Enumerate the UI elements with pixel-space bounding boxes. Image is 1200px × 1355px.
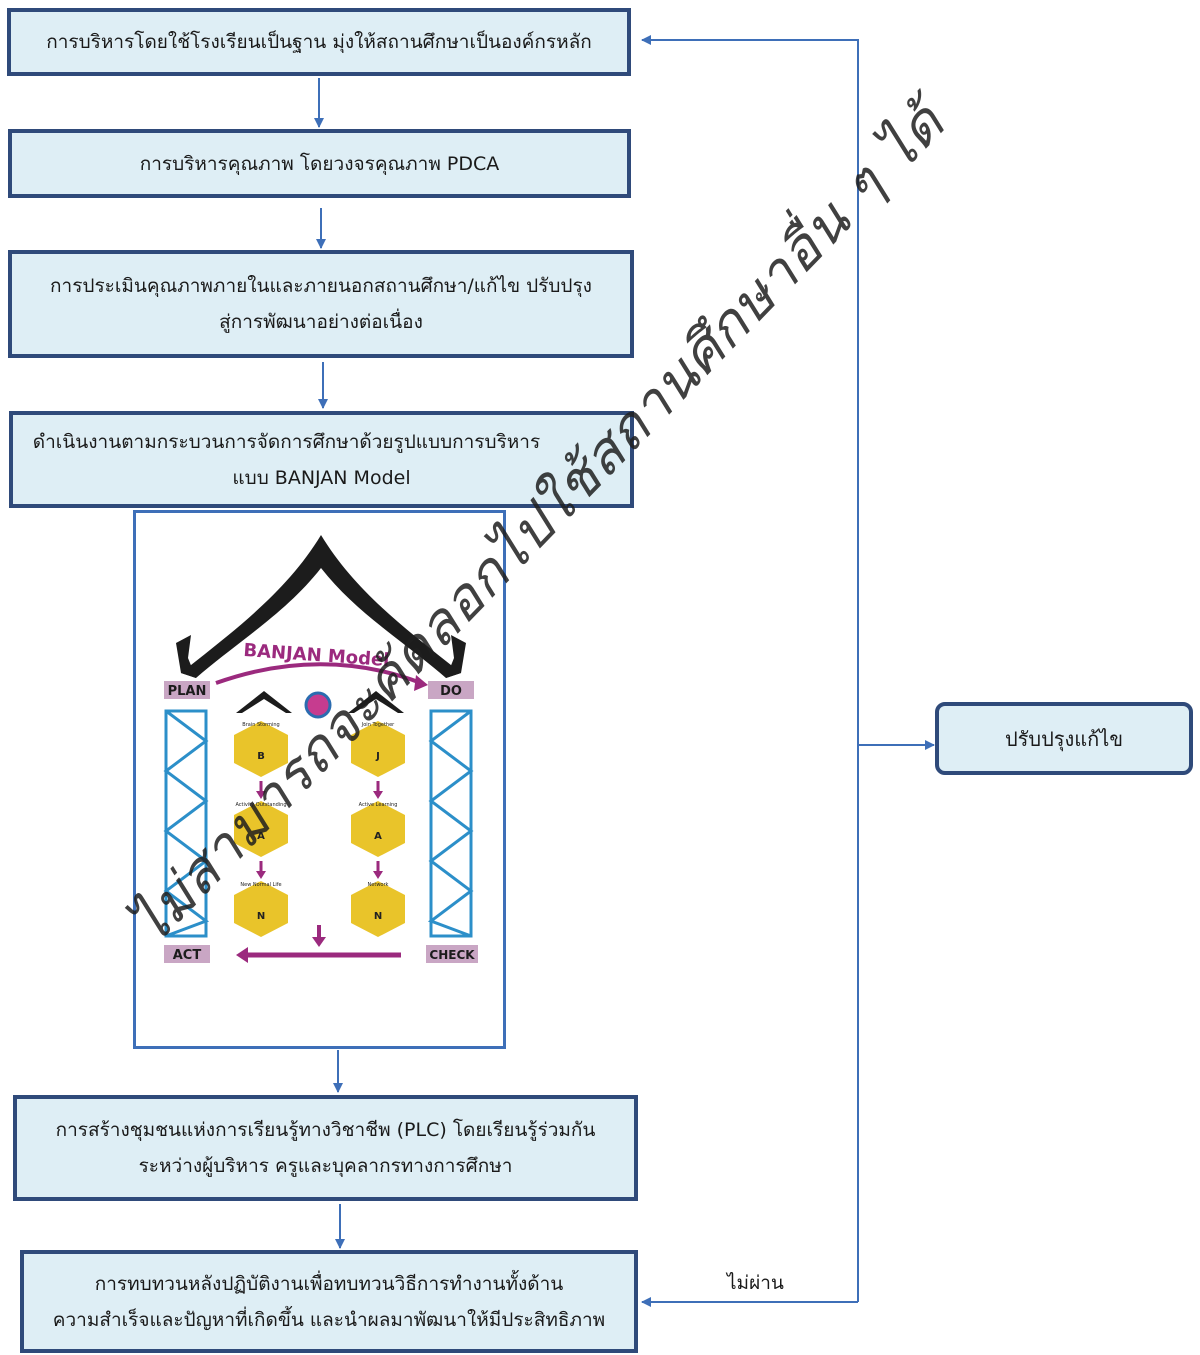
top-curve-arrow bbox=[215, 662, 422, 685]
step-5-line1: การสร้างชุมชนแห่งการเรียนรู้ทางวิชาชีพ (… bbox=[55, 1119, 596, 1141]
hex-join-together: Join Together J bbox=[351, 721, 405, 777]
small-roof-right bbox=[348, 691, 404, 713]
step-4-line1: ดำเนินงานตามกระบวนการจัดการศึกษาด้วยรูปแ… bbox=[32, 430, 541, 453]
hex-network: Network N bbox=[351, 881, 405, 937]
step-6-box: การทบทวนหลังปฏิบัติงานเพื่อทบทวนวิธีการท… bbox=[20, 1250, 638, 1353]
svg-text:A: A bbox=[257, 831, 265, 842]
svg-text:A: A bbox=[374, 831, 382, 842]
svg-text:Activity Outstanding: Activity Outstanding bbox=[235, 802, 286, 808]
right-gable-icon bbox=[446, 635, 466, 678]
left-gable-icon bbox=[176, 635, 196, 678]
svg-text:Network: Network bbox=[368, 882, 389, 888]
step-1-box: การบริหารโดยใช้โรงเรียนเป็นฐาน มุ่งให้สถ… bbox=[7, 8, 631, 76]
svg-text:B: B bbox=[257, 751, 265, 762]
small-roof-left bbox=[236, 691, 292, 713]
plan-label: PLAN bbox=[168, 684, 207, 699]
banjan-model-illustration: BANJAN Model PLAN DO ACT CHECK Brain Sto… bbox=[163, 535, 478, 963]
step-3-box: การประเมินคุณภาพภายในและภายนอกสถานศึกษา/… bbox=[8, 250, 634, 358]
do-tag bbox=[428, 681, 474, 699]
hex-active-learning: Active Learning A bbox=[351, 801, 405, 857]
step-3-line2: สู่การพัฒนาอย่างต่อเนื่อง bbox=[219, 311, 423, 333]
step-3-line1: การประเมินคุณภาพภายในและภายนอกสถานศึกษา/… bbox=[50, 275, 592, 297]
step-6-line2: ความสำเร็จและปัญหาที่เกิดขึ้น และนำผลมาพ… bbox=[52, 1308, 606, 1331]
improve-box: ปรับปรุงแก้ไข bbox=[935, 702, 1193, 775]
step-5-line2: ระหว่างผู้บริหาร ครูและบุคลากรทางการศึกษ… bbox=[138, 1155, 513, 1177]
top-arrow-head bbox=[414, 675, 428, 691]
svg-text:J: J bbox=[375, 751, 380, 762]
svg-text:N: N bbox=[257, 911, 265, 922]
fail-label: ไม่ผ่าน bbox=[727, 1272, 784, 1294]
right-pillar bbox=[427, 709, 474, 938]
step-4-line2: แบบ BANJAN Model bbox=[232, 466, 411, 489]
svg-text:Active Learning: Active Learning bbox=[359, 802, 398, 808]
svg-text:N: N bbox=[374, 911, 382, 922]
hex-new-normal-life: New Normal Life N bbox=[234, 881, 288, 937]
improve-label: ปรับปรุงแก้ไข bbox=[1004, 726, 1124, 751]
left-pillar bbox=[163, 709, 210, 938]
banjan-model-figure: BANJAN Model PLAN DO ACT CHECK Brain Sto… bbox=[133, 510, 506, 1049]
svg-text:Brain Storming: Brain Storming bbox=[242, 722, 279, 728]
step-4-box: ดำเนินงานตามกระบวนการจัดการศึกษาด้วยรูปแ… bbox=[9, 411, 634, 508]
feedback-loop-line bbox=[641, 35, 859, 1302]
svg-text:Join Together: Join Together bbox=[361, 722, 395, 728]
step-1-text: การบริหารโดยใช้โรงเรียนเป็นฐาน มุ่งให้สถ… bbox=[46, 31, 592, 53]
step-6-line1: การทบทวนหลังปฏิบัติงานเพื่อทบทวนวิธีการท… bbox=[94, 1272, 564, 1295]
school-emblem-icon bbox=[304, 691, 332, 719]
hex-brain-storming: Brain Storming B bbox=[234, 721, 288, 777]
step-2-text: การบริหารคุณภาพ โดยวงจรคุณภาพ PDCA bbox=[139, 152, 500, 175]
step-2-box: การบริหารคุณภาพ โดยวงจรคุณภาพ PDCA bbox=[8, 129, 631, 198]
act-label: ACT bbox=[173, 948, 202, 963]
plan-tag bbox=[164, 681, 210, 699]
svg-text:New Normal Life: New Normal Life bbox=[240, 882, 281, 888]
hex-activity-outstanding: Activity Outstanding A bbox=[234, 801, 288, 857]
do-label: DO bbox=[440, 684, 462, 699]
step-5-box: การสร้างชุมชนแห่งการเรียนรู้ทางวิชาชีพ (… bbox=[13, 1095, 638, 1201]
roof-shape bbox=[181, 535, 461, 678]
act-tag bbox=[164, 945, 210, 963]
check-label: CHECK bbox=[429, 948, 475, 962]
check-tag bbox=[426, 945, 478, 963]
